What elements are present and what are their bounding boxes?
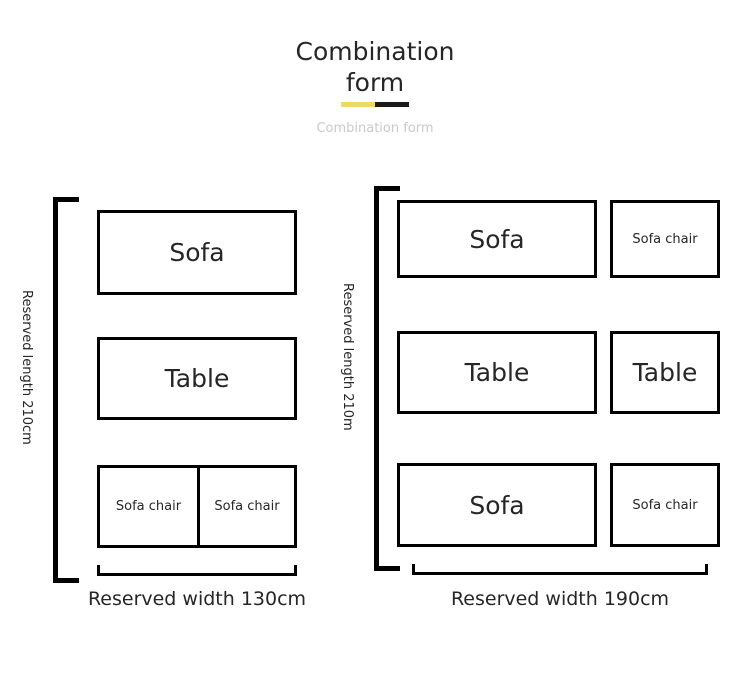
box-table-row2-right: Table bbox=[610, 331, 720, 414]
bracket-tick-top bbox=[374, 186, 400, 191]
divider-segment-black bbox=[375, 102, 409, 107]
diagram-left-combination: Reserved length 210cm Sofa Table Sofa ch… bbox=[0, 180, 340, 640]
reserved-width-bracket-right bbox=[412, 564, 708, 575]
bracket-tick-bottom bbox=[374, 566, 400, 571]
reserved-width-label-right: Reserved width 190cm bbox=[450, 588, 670, 610]
page-header: Combination form Combination form bbox=[0, 0, 750, 180]
reserved-length-label-left: Reserved length 210cm bbox=[19, 290, 34, 445]
box-sofa-chair-row1: Sofa chair bbox=[610, 200, 720, 278]
box-table: Table bbox=[97, 337, 297, 420]
bracket-tick-bottom bbox=[53, 578, 79, 583]
bracket-bar bbox=[412, 572, 708, 575]
box-sofa-row1: Sofa bbox=[397, 200, 597, 278]
bracket-stem bbox=[53, 197, 58, 583]
page-title: Combination form bbox=[295, 37, 455, 97]
box-sofa-chair-row3: Sofa chair bbox=[610, 463, 720, 547]
reserved-length-label-right: Reserved length 210m bbox=[340, 283, 355, 431]
box-table-row2-left: Table bbox=[397, 331, 597, 414]
bracket-end-right bbox=[705, 564, 708, 575]
title-divider bbox=[341, 102, 409, 107]
bracket-end-left bbox=[97, 565, 100, 576]
divider-segment-yellow bbox=[341, 102, 375, 107]
bracket-tick-top bbox=[53, 197, 79, 202]
box-sofa-chair-1: Sofa chair bbox=[97, 465, 197, 548]
bracket-end-right bbox=[294, 565, 297, 576]
diagram-right-combination: Reserved length 210m Sofa Sofa chair Tab… bbox=[330, 180, 750, 640]
reserved-length-bracket-right bbox=[374, 186, 400, 571]
box-sofa: Sofa bbox=[97, 210, 297, 295]
bracket-end-left bbox=[412, 564, 415, 575]
reserved-length-bracket-left bbox=[53, 197, 79, 583]
bracket-bar bbox=[97, 573, 297, 576]
bracket-stem bbox=[374, 186, 379, 571]
reserved-width-bracket-left bbox=[97, 565, 297, 576]
box-sofa-chair-2: Sofa chair bbox=[197, 465, 297, 548]
page-subtitle: Combination form bbox=[316, 121, 434, 136]
box-sofa-row3: Sofa bbox=[397, 463, 597, 547]
reserved-width-label-left: Reserved width 130cm bbox=[87, 588, 307, 610]
